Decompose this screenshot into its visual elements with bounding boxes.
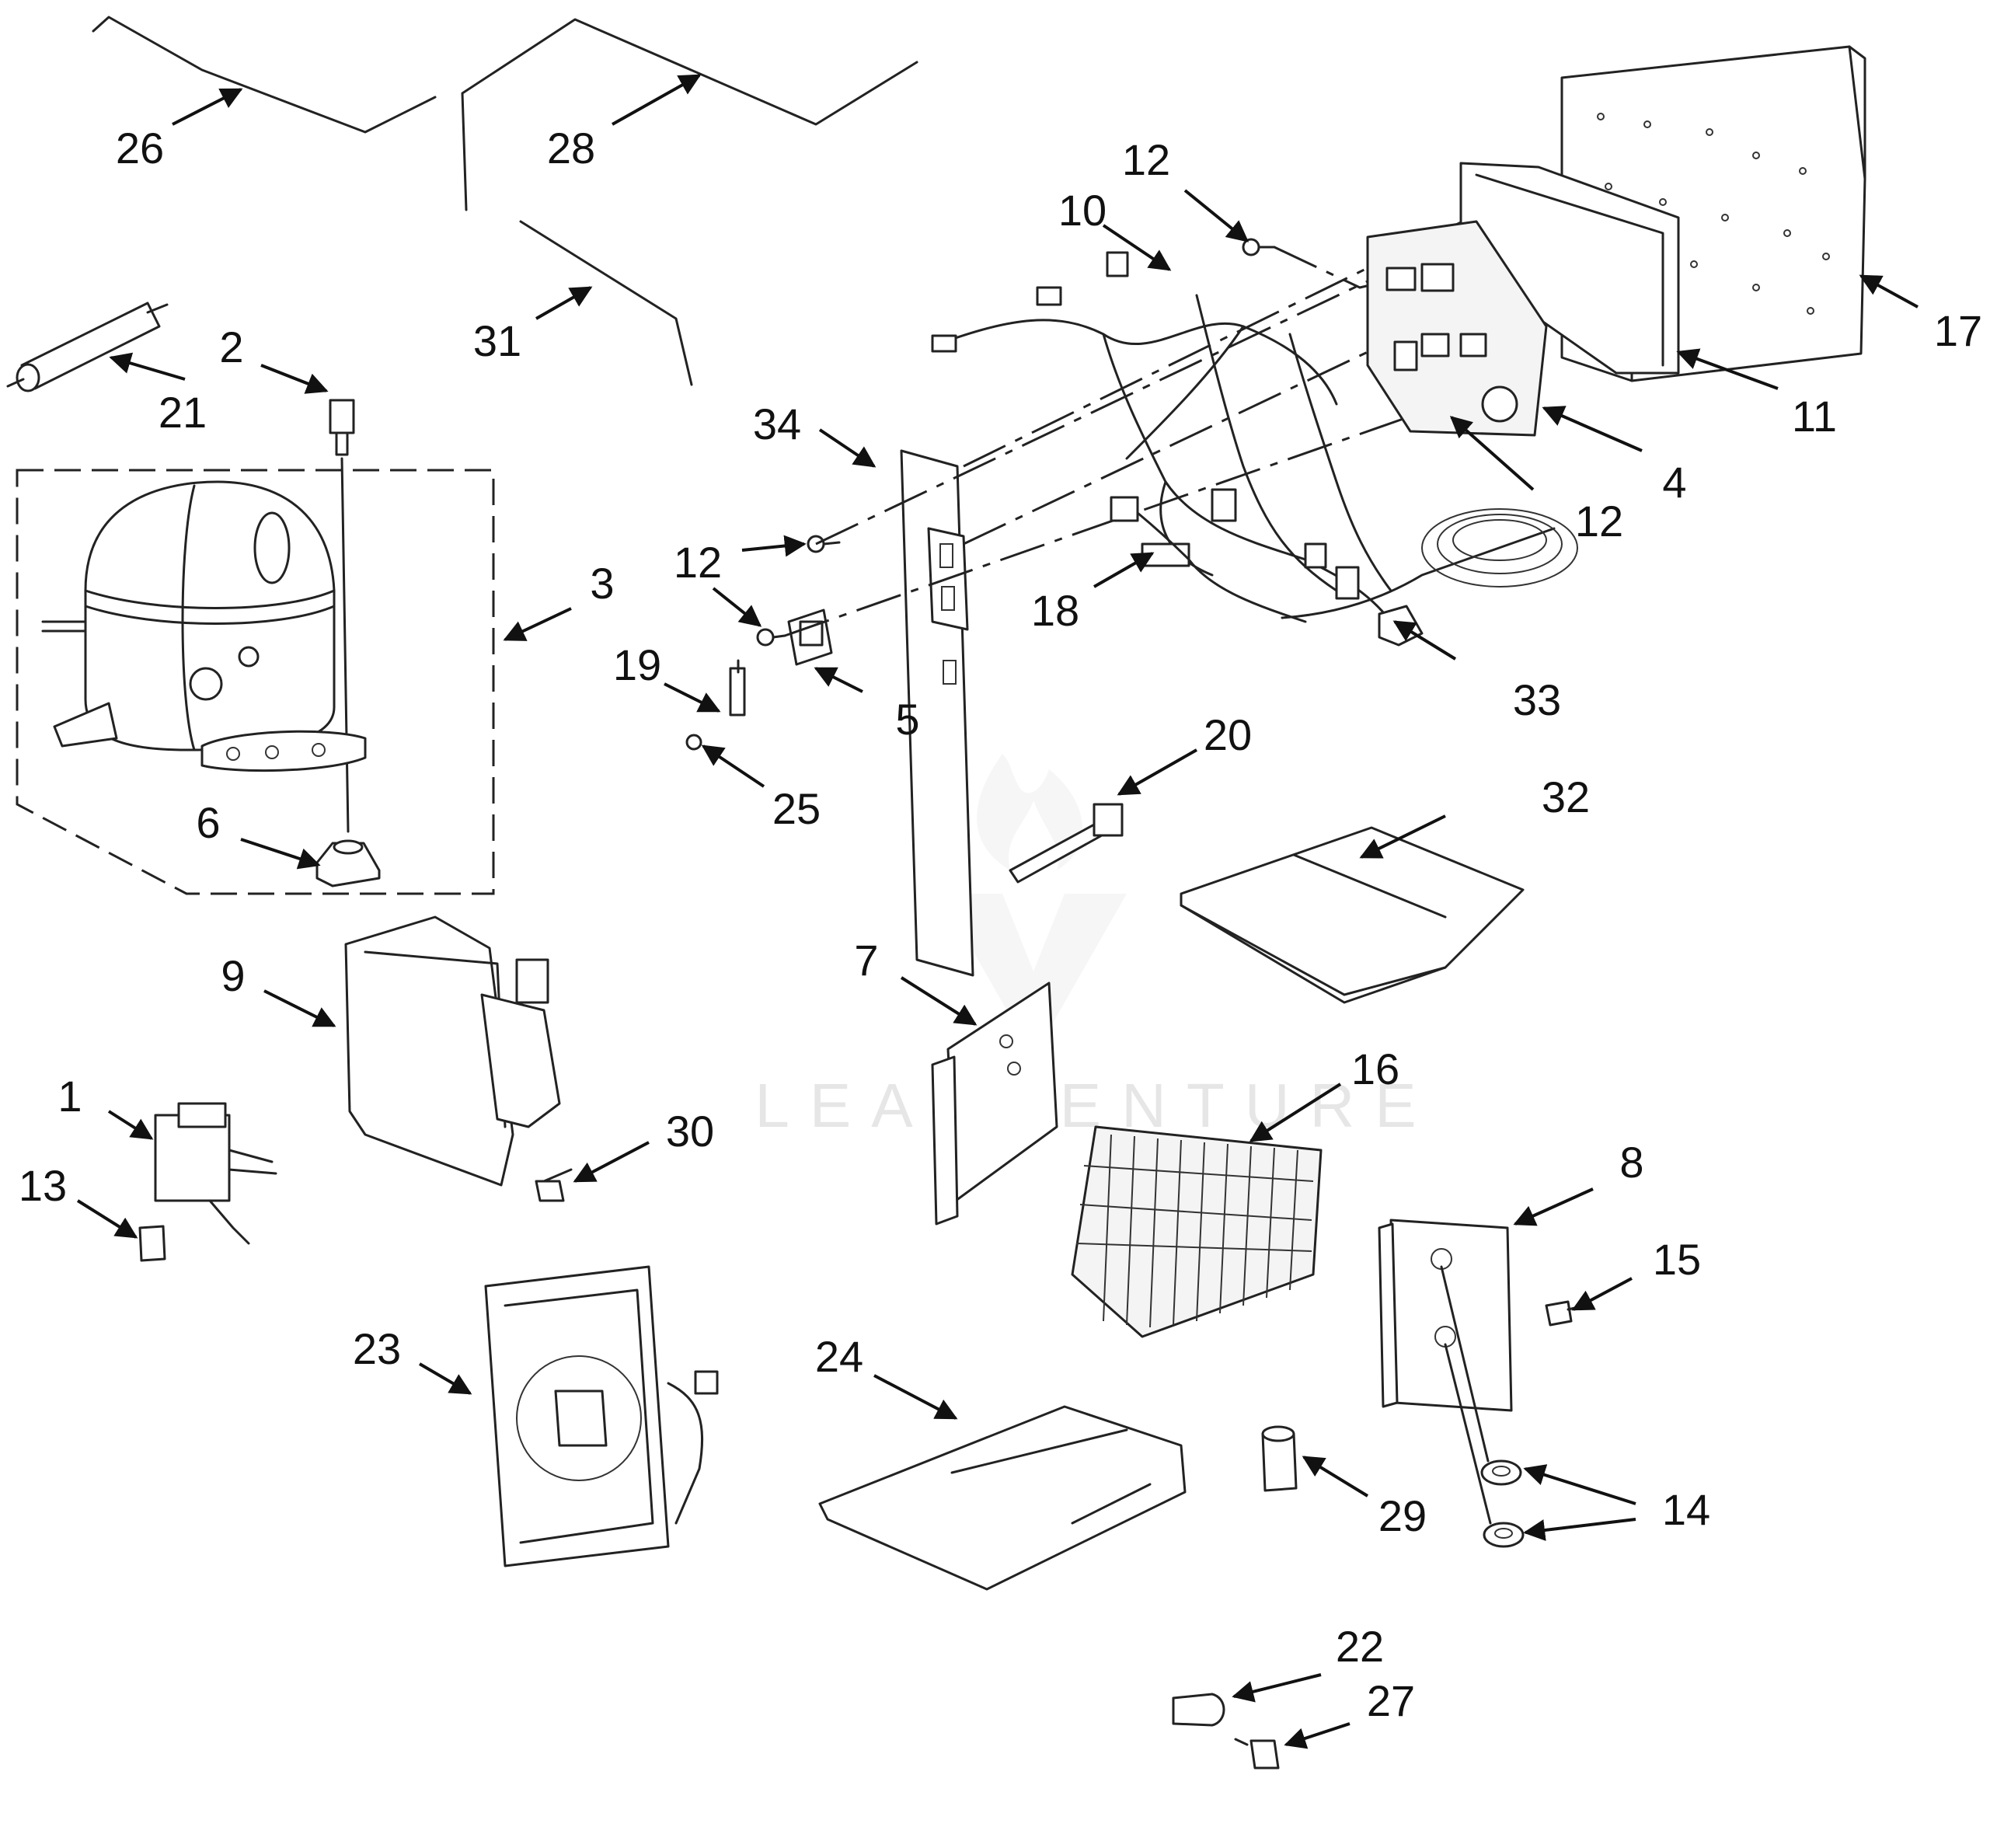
callout-25: 25 [772, 784, 821, 833]
screw-12-c [807, 535, 841, 553]
callout-8: 8 [1619, 1138, 1643, 1187]
screw-25 [685, 734, 702, 751]
guide-line-5 [1274, 224, 1633, 289]
callout-30: 30 [666, 1107, 714, 1156]
callout-12-top: 12 [1122, 135, 1170, 184]
callout-9: 9 [221, 951, 245, 1000]
callout-4: 4 [1662, 458, 1686, 507]
callout-10: 10 [1058, 186, 1107, 235]
callout-29: 29 [1378, 1491, 1427, 1540]
screw-27 [1234, 1738, 1280, 1770]
harness-18 [1110, 496, 1307, 623]
callout-31: 31 [473, 316, 521, 365]
callout-16: 16 [1351, 1044, 1399, 1093]
drain-trough [1180, 826, 1525, 1004]
callout-1: 1 [58, 1072, 82, 1121]
condenser-bracket [1378, 1219, 1513, 1525]
start-relay [154, 1102, 277, 1245]
condenser-fan [484, 1265, 719, 1567]
callout-20: 20 [1204, 710, 1252, 759]
callout-14: 14 [1662, 1485, 1710, 1534]
defrost-heater [1281, 508, 1578, 647]
hanger-bracket [900, 449, 974, 977]
callout-17: 17 [1934, 306, 1982, 355]
callout-34: 34 [753, 399, 801, 448]
callout-15: 15 [1653, 1235, 1701, 1284]
callout-23: 23 [353, 1324, 401, 1373]
callout-12-right: 12 [1575, 497, 1623, 546]
screw-12-d [756, 628, 786, 647]
callout-labels: 26 28 31 21 2 3 6 12 10 17 11 4 12 34 12… [19, 124, 1982, 1725]
callout-18: 18 [1031, 586, 1079, 635]
control-board [1366, 220, 1548, 437]
stud-bolt [329, 399, 355, 833]
callout-32: 32 [1542, 772, 1590, 821]
grommet-14-a [1480, 1459, 1522, 1486]
compressor [41, 480, 367, 772]
callout-28: 28 [547, 124, 595, 173]
callout-21: 21 [159, 388, 207, 437]
callout-12-left: 12 [674, 538, 722, 587]
filter-drier [6, 302, 169, 392]
baffle [818, 1405, 1187, 1591]
callout-5: 5 [895, 695, 919, 744]
callout-26: 26 [116, 124, 164, 173]
light-socket [729, 659, 746, 717]
evaporator-cover [344, 915, 561, 1187]
tube-26 [92, 16, 437, 134]
screw-30 [535, 1168, 573, 1202]
callout-22: 22 [1336, 1622, 1384, 1671]
cable-tie [1009, 803, 1124, 884]
tube-31 [519, 220, 693, 386]
compressor-kit-outline [16, 469, 495, 895]
callout-2: 2 [219, 323, 243, 371]
callout-19: 19 [613, 640, 661, 689]
callout-11: 11 [1792, 392, 1837, 441]
spacer [1261, 1425, 1298, 1492]
callout-3: 3 [590, 559, 614, 608]
leader-arrows [76, 74, 1919, 1749]
screw-12-a [1242, 238, 1276, 256]
relay-clip [138, 1225, 166, 1262]
callout-7: 7 [854, 936, 878, 985]
grommet [315, 839, 381, 887]
callout-6: 6 [196, 798, 220, 847]
grommet-14-b [1483, 1522, 1525, 1548]
evaporator-coil [1071, 1125, 1323, 1338]
watermark-logo [940, 754, 1127, 1057]
tube-28 [461, 18, 918, 211]
callout-33: 33 [1513, 675, 1561, 724]
callout-13: 13 [19, 1161, 67, 1210]
evaporator-bracket [931, 982, 1058, 1226]
switch [787, 608, 833, 666]
callout-24: 24 [815, 1332, 863, 1381]
tubing-clamp [1172, 1693, 1225, 1727]
wire-harness [931, 251, 1392, 623]
callout-27: 27 [1367, 1676, 1415, 1725]
